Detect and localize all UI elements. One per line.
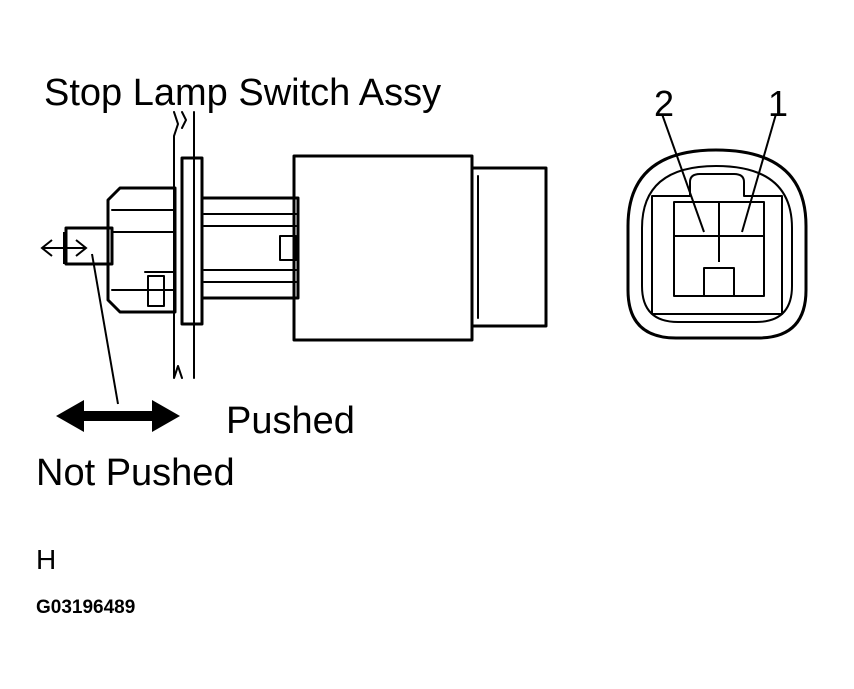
shaft [200,196,300,300]
pin-2-label: 2 [654,83,675,124]
pin-2-leader [661,113,705,233]
connector-latch [651,173,783,315]
connector-inner-shell [641,165,793,323]
plunger-direction-arrows [40,232,180,432]
leader-line [91,253,119,405]
pin-1-leader [741,113,777,233]
connector-housing [470,166,548,328]
diagram-title: Stop Lamp Switch Assy [44,72,442,114]
plunger [64,226,114,266]
pin-1-label: 1 [768,83,789,124]
mounting-plate [173,111,183,379]
figure-id-label: G03196489 [36,597,136,618]
connector-front-view [626,113,808,340]
not-pushed-label: Not Pushed [36,452,235,494]
flange [180,156,204,326]
pushed-label: Pushed [226,400,355,442]
switch-main-body [292,154,474,342]
connector-outer-shell [626,148,808,340]
switch-side-view [64,111,548,379]
view-mark-label: H [36,544,57,575]
